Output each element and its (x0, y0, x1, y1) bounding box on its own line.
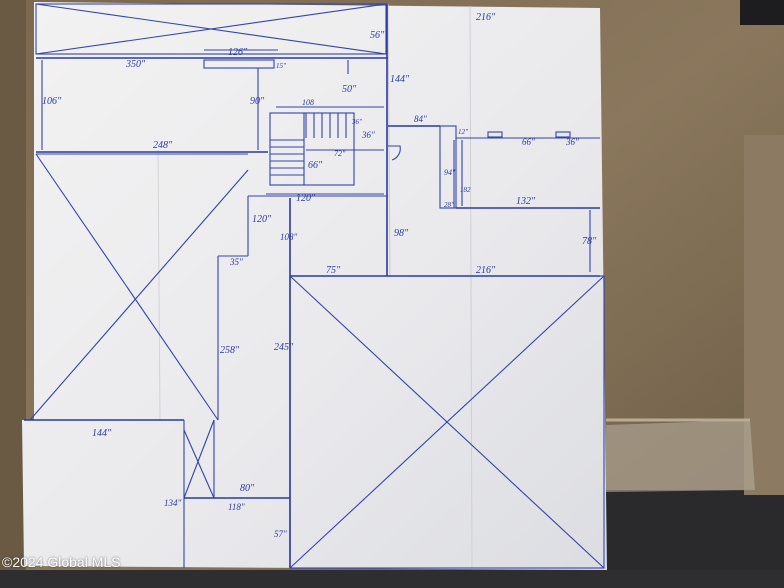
dim-label: 144" (390, 74, 410, 85)
dim-label: 28" (444, 201, 454, 209)
dim-label: 108" (280, 232, 298, 242)
dim-label: 94" (444, 168, 456, 177)
dim-label: 216" (476, 265, 496, 276)
stair-treads (270, 113, 347, 185)
dim-label: 118" (228, 502, 245, 512)
dim-label: 245" (274, 342, 294, 353)
dim-label: 72" (334, 149, 346, 158)
dim-label: 66" (522, 137, 535, 147)
dim-label: 258" (220, 345, 240, 356)
paper-seam-3 (157, 149, 161, 421)
dark-corner (740, 0, 784, 25)
dimension-labels: 216" 126" 350" 15" 56" 50" 144" 90" 108 … (42, 12, 597, 539)
dim-label: 36" (565, 137, 579, 147)
dim-label: 66" (308, 160, 323, 171)
dim-label: 78" (582, 236, 597, 247)
dim-label: 56" (370, 30, 385, 41)
dim-label: 132" (516, 196, 536, 207)
paper-seam-2 (469, 5, 473, 569)
dim-label: 80" (240, 483, 255, 494)
dim-label: 50" (342, 84, 357, 95)
dim-label: 120" (296, 193, 316, 204)
sketch-lines (24, 3, 605, 569)
dim-label: 90" (250, 96, 265, 107)
dim-label: 75" (326, 265, 341, 276)
dim-label: 120" (252, 214, 272, 225)
dim-label: 144" (92, 428, 112, 439)
dim-label: 15" (276, 62, 286, 70)
dim-label: 35" (229, 257, 243, 267)
dim-label: 12" (458, 128, 468, 136)
dim-label: 84" (414, 114, 427, 124)
dim-label: 36" (361, 130, 375, 140)
dim-label: 36" (351, 118, 362, 126)
dim-label: 182 (460, 186, 471, 194)
dim-label: 106" (42, 96, 62, 107)
paper-seam-1 (387, 3, 391, 277)
dim-label: 126" (228, 47, 248, 58)
watermark: ©2024 Global MLS (2, 554, 121, 570)
dim-label: 134" (164, 498, 182, 508)
tape-piece (606, 420, 755, 492)
dim-label: 350" (125, 59, 146, 70)
left-edge-shadow (0, 0, 26, 588)
dim-label: 57" (274, 529, 287, 539)
dim-label: 248" (153, 140, 173, 151)
dim-label: 216" (476, 12, 496, 23)
dim-label: 98" (394, 228, 409, 239)
dim-label: 108 (302, 98, 314, 107)
bottom-shadow (0, 570, 784, 588)
paper-sheet (22, 2, 607, 570)
